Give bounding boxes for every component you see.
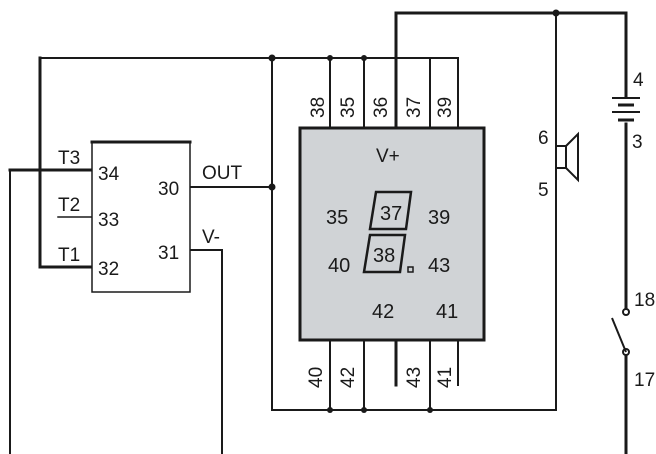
seven-segment-display: V+ 35 37 39 40 38 43 42 41 — [298, 126, 486, 342]
upper-digit-box — [368, 190, 413, 231]
out-label: OUT — [202, 163, 243, 184]
wires — [8, 11, 628, 454]
bottom-pin-label: 42 — [338, 367, 359, 388]
t1-loop-wire — [38, 56, 94, 269]
lower-digit-box — [362, 233, 407, 274]
junction-dot — [268, 54, 276, 62]
top-pin-label: 35 — [338, 97, 359, 118]
pin-number-33: 33 — [98, 210, 119, 231]
battery: 4 3 — [612, 70, 644, 153]
pin-number-32: 32 — [98, 259, 119, 280]
speaker-icon — [565, 131, 579, 183]
timer-module: T3 T2 T1 34 33 32 30 31 OUT V- — [58, 140, 243, 293]
switch-lever — [611, 317, 627, 353]
switch-contact — [622, 308, 630, 316]
seg-label-40: 40 — [328, 255, 350, 277]
digit-outline — [362, 190, 413, 274]
display-top-pin-labels: 38 35 36 37 39 — [308, 97, 456, 118]
battery-pin-4: 4 — [633, 70, 644, 91]
top-pin-label: 36 — [371, 97, 392, 118]
pin-number-34: 34 — [98, 164, 120, 185]
speaker-pin-5: 5 — [538, 180, 549, 201]
top-pin-label: 38 — [308, 97, 329, 118]
pin-number-30: 30 — [158, 179, 179, 200]
display-bottom-pin-labels: 40 42 43 41 — [306, 367, 456, 388]
speaker-pin-6: 6 — [538, 128, 549, 149]
speaker: 6 5 — [538, 128, 579, 201]
pin-label-t2: T2 — [58, 195, 80, 216]
seg-label-39: 39 — [428, 207, 450, 229]
junction-dot — [268, 183, 276, 191]
seg-label-37: 37 — [380, 203, 402, 225]
seg-label-41: 41 — [436, 301, 458, 323]
bottom-pin-label: 41 — [435, 367, 456, 388]
pin-label-t1: T1 — [58, 245, 80, 266]
decimal-point — [407, 266, 414, 273]
vminus-wire — [189, 249, 223, 454]
top-pin-label: 37 — [404, 97, 425, 118]
out-to-bottom-wire — [271, 57, 557, 411]
display-pin-stubs — [329, 56, 459, 411]
seg-label-42: 42 — [372, 301, 394, 323]
module-body — [91, 141, 191, 293]
bottom-pin-label: 43 — [404, 367, 425, 388]
pin-label-t3: T3 — [58, 148, 80, 169]
switch: 18 17 — [611, 290, 655, 391]
speaker-body — [555, 145, 567, 169]
vminus-label: V- — [202, 227, 220, 248]
top-right-rail — [394, 11, 628, 72]
bottom-pin-label: 40 — [306, 367, 327, 388]
display-vplus-label: V+ — [376, 146, 400, 167]
seg-label-38: 38 — [373, 245, 395, 267]
seg-label-35: 35 — [326, 207, 348, 229]
junctions — [268, 9, 560, 413]
battery-pin-3: 3 — [632, 132, 643, 153]
top-pin-label: 39 — [435, 97, 456, 118]
switch-pin-18: 18 — [634, 290, 655, 311]
switch-pin-17: 17 — [634, 370, 655, 391]
seg-label-43: 43 — [428, 255, 450, 277]
junction-dot — [552, 9, 560, 17]
pin-number-31: 31 — [158, 243, 179, 264]
